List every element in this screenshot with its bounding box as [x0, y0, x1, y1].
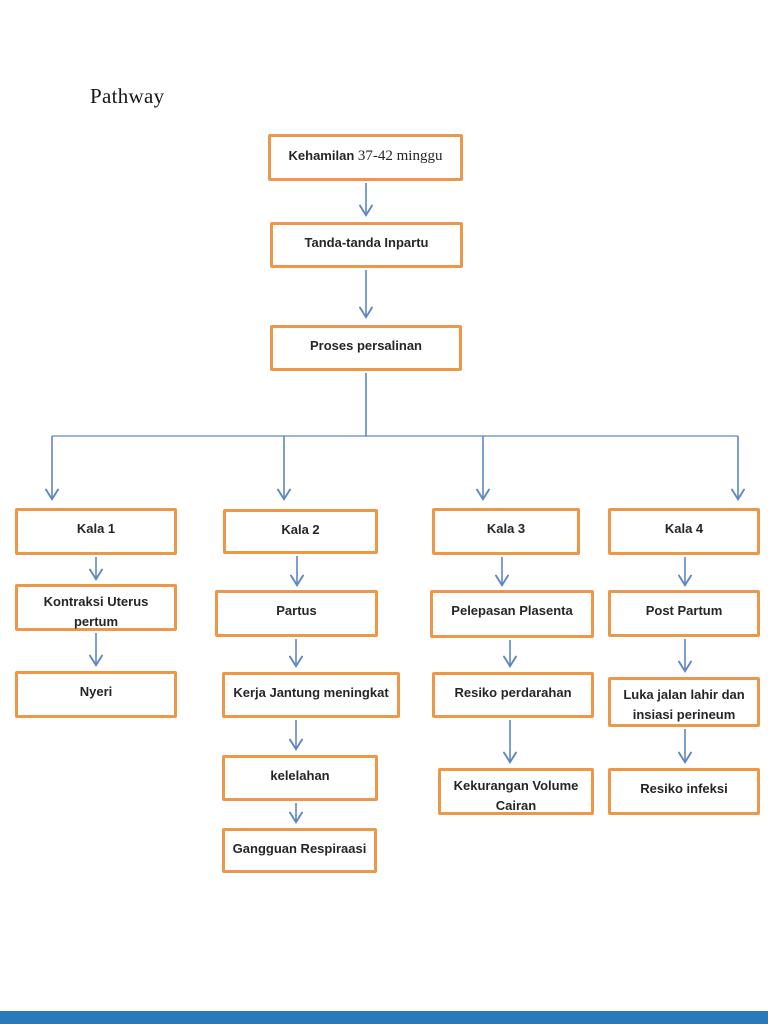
node-kontraksi-label: Kontraksi Uterus pertum	[43, 594, 149, 629]
node-partus-label: Partus	[276, 603, 317, 618]
node-kala-3: Kala 3	[432, 508, 580, 555]
node-luka-jalan-lahir: Luka jalan lahir dan insiasi perineum	[608, 677, 760, 727]
node-kehamilan-label-serif: 37-42 minggu	[357, 148, 443, 164]
node-pelepasan-plasenta: Pelepasan Plasenta	[430, 590, 594, 638]
node-pelepasan-label: Pelepasan Plasenta	[451, 603, 573, 618]
node-resiko-infeksi-label: Resiko infeksi	[640, 781, 728, 796]
node-kala4-label: Kala 4	[664, 521, 704, 536]
node-nyeri-label: Nyeri	[79, 684, 113, 699]
node-post-partum-label: Post Partum	[645, 603, 723, 618]
node-kala3-label: Kala 3	[486, 521, 526, 536]
node-partus: Partus	[215, 590, 378, 637]
node-tanda-label: Tanda-tanda Inpartu	[304, 235, 429, 250]
node-kehamilan-label: Kehamilan 37-42 minggu	[289, 145, 443, 168]
node-proses-persalinan: Proses persalinan	[270, 325, 462, 371]
node-kekurangan-volume-cairan: Kekurangan Volume Cairan	[438, 768, 594, 815]
page-bottom-bar	[0, 1011, 768, 1024]
node-kala-1: Kala 1	[15, 508, 177, 555]
node-gangguan-respirasi: Gangguan Respiraasi	[222, 828, 377, 873]
node-proses-label: Proses persalinan	[310, 338, 422, 353]
node-kala2-label: Kala 2	[281, 522, 320, 537]
node-tanda-tanda-inpartu: Tanda-tanda Inpartu	[270, 222, 463, 268]
node-kala1-label: Kala 1	[76, 521, 116, 536]
node-luka-label: Luka jalan lahir dan insiasi perineum	[623, 687, 745, 722]
node-kerja-label: Kerja Jantung meningkat	[233, 685, 389, 700]
node-kontraksi-uterus: Kontraksi Uterus pertum	[15, 584, 177, 631]
node-kerja-jantung: Kerja Jantung meningkat	[222, 672, 400, 718]
node-kehamilan: Kehamilan 37-42 minggu	[268, 134, 463, 181]
node-kala-4: Kala 4	[608, 508, 760, 555]
node-kelelahan: kelelahan	[222, 755, 378, 801]
node-resiko-infeksi: Resiko infeksi	[608, 768, 760, 815]
node-kehamilan-label-bold: Kehamilan	[288, 148, 358, 163]
node-kala-2: Kala 2	[223, 509, 378, 554]
node-post-partum: Post Partum	[608, 590, 760, 637]
page-title: Pathway	[90, 84, 165, 108]
node-resiko-perdarahan: Resiko perdarahan	[432, 672, 594, 718]
node-nyeri: Nyeri	[15, 671, 177, 718]
node-kekurangan-label: Kekurangan Volume Cairan	[453, 778, 579, 813]
node-gangguan-label: Gangguan Respiraasi	[232, 841, 367, 856]
node-kelelahan-label: kelelahan	[270, 768, 330, 783]
node-resiko-perdarahan-label: Resiko perdarahan	[454, 685, 572, 700]
